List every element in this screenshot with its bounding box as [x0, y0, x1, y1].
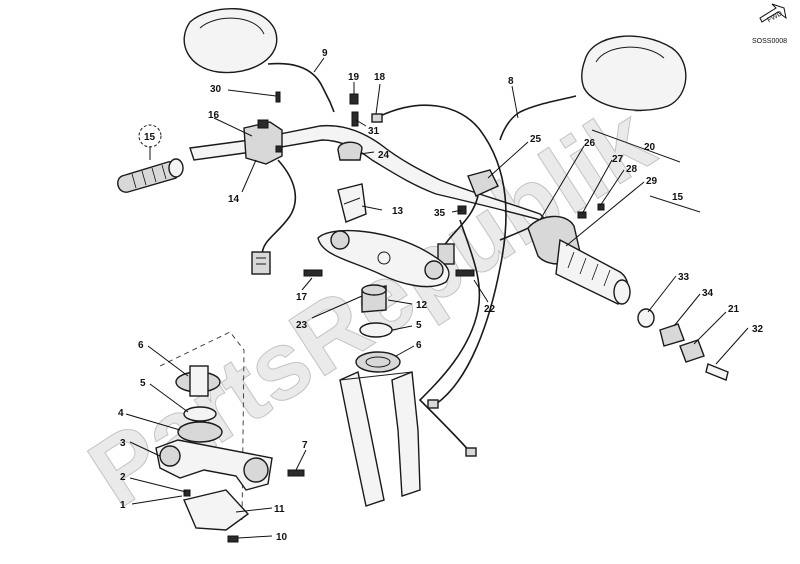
- callout-15-right: 15: [672, 192, 684, 203]
- steering-axis-left: [159, 331, 245, 521]
- callout-28: 28: [626, 164, 638, 175]
- callout-21: 21: [728, 304, 740, 315]
- callout-33: 33: [678, 272, 690, 283]
- throttle-cable: [371, 104, 507, 457]
- steering-bearing-center: [355, 284, 401, 373]
- callout-17: 17: [296, 292, 308, 303]
- left-mirror: [183, 7, 335, 113]
- callout-7: 7: [302, 440, 308, 451]
- callout-19: 19: [348, 72, 360, 83]
- diagram-code: SOSS0008: [752, 38, 787, 45]
- callout-13: 13: [392, 206, 404, 217]
- callout-6-left: 6: [138, 340, 144, 351]
- callout-2: 2: [120, 472, 126, 483]
- throttle-assembly: [527, 203, 631, 305]
- frame: [339, 371, 421, 507]
- callout-32: 32: [752, 324, 764, 335]
- right-mirror: [499, 35, 687, 141]
- callout-10: 10: [276, 532, 288, 543]
- callout-30: 30: [210, 84, 222, 95]
- callout-34: 34: [702, 288, 714, 299]
- callouts: 1 2 3 4 5 5 6 6 7 8 9 10 11 12 13 14 15 …: [118, 48, 764, 543]
- left-switch-housing: [243, 119, 297, 275]
- callout-29: 29: [646, 176, 658, 187]
- upper-triple-clamp: [303, 229, 475, 288]
- callout-26: 26: [584, 138, 596, 149]
- callout-5-left: 5: [140, 378, 146, 389]
- callout-6-center: 6: [416, 340, 422, 351]
- forward-arrow-icon: FWD: [759, 3, 787, 24]
- callout-5-center: 5: [416, 320, 422, 331]
- callout-1: 1: [120, 500, 126, 511]
- bar-end-parts: [637, 308, 729, 381]
- upper-clamp-24: [337, 141, 363, 161]
- callout-24: 24: [378, 150, 390, 161]
- riser-13: [337, 183, 367, 223]
- bolt-31: [351, 111, 359, 127]
- screw-30: [275, 91, 281, 103]
- callout-20: 20: [644, 142, 656, 153]
- callout-18: 18: [374, 72, 386, 83]
- callout-12: 12: [416, 300, 428, 311]
- callout-15-circle: [138, 124, 162, 148]
- callout-9: 9: [322, 48, 328, 59]
- nut-19: [349, 93, 359, 105]
- callout-35: 35: [434, 208, 446, 219]
- callout-25: 25: [530, 134, 542, 145]
- callout-11: 11: [274, 504, 285, 515]
- left-grip: [117, 158, 184, 193]
- lower-steering-assembly: [155, 365, 305, 543]
- callout-31: 31: [368, 126, 380, 137]
- callout-4: 4: [118, 408, 124, 419]
- bracket-lines: [591, 129, 701, 213]
- callout-3: 3: [120, 438, 126, 449]
- callout-22: 22: [484, 304, 496, 315]
- callout-15-left: 15: [144, 132, 156, 143]
- callout-27: 27: [612, 154, 624, 165]
- callout-14: 14: [228, 194, 240, 205]
- leader-lines: [125, 57, 749, 539]
- callout-16: 16: [208, 110, 220, 121]
- callout-23: 23: [296, 320, 308, 331]
- callout-8: 8: [508, 76, 514, 87]
